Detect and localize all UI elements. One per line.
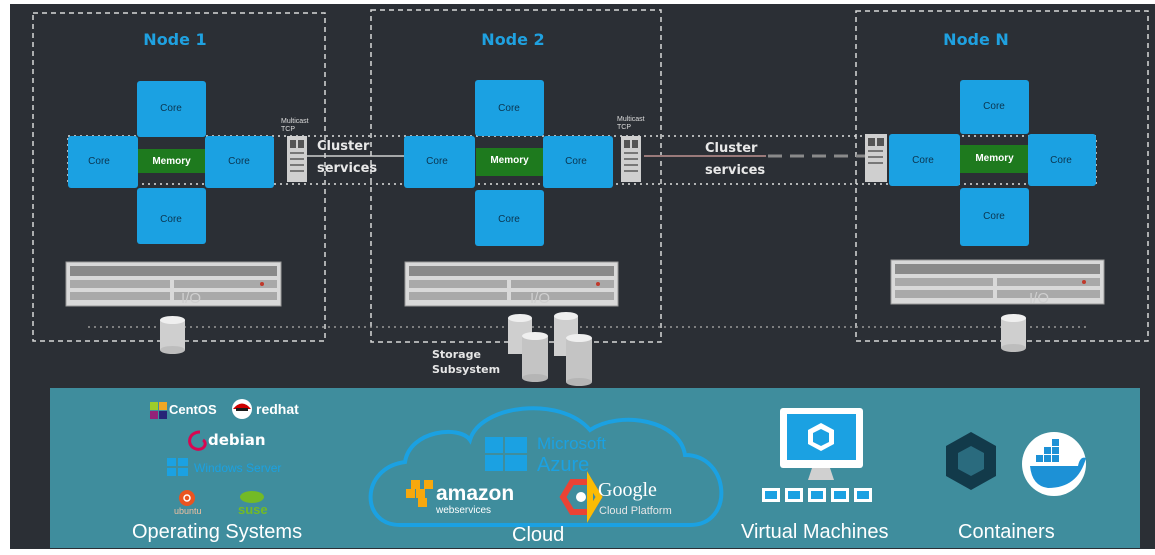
core-label: Core [983, 101, 1005, 112]
windows-server-logo-text: Windows Server [194, 461, 282, 475]
webservices-logo-text: webservices [436, 505, 492, 516]
io-label: I/O [181, 290, 202, 307]
core-label: Core [498, 214, 520, 225]
vm-instances-icon [762, 488, 872, 502]
core-block [960, 80, 1029, 134]
storage-disks-icon [508, 312, 592, 386]
network-switch-icon [621, 136, 641, 182]
core-block [475, 190, 544, 246]
io-label: I/O [1029, 290, 1050, 307]
debian-icon [188, 430, 207, 451]
core-label: Core [565, 156, 587, 167]
core-block [475, 80, 544, 136]
core-block [205, 136, 274, 188]
services-text: services [317, 161, 378, 176]
disk-icon [1001, 314, 1026, 352]
core-label: Core [228, 156, 250, 167]
core-label: Core [88, 156, 110, 167]
server-chassis-icon [890, 259, 1105, 305]
operating-systems-label: Operating Systems [132, 521, 303, 543]
core-block [960, 188, 1029, 246]
network-switch-icon [287, 136, 307, 182]
core-label: Core [498, 103, 520, 114]
suse-logo-text: suse [238, 502, 268, 517]
cluster-services-label: Cluster services [317, 136, 377, 180]
server-chassis-icon [65, 261, 282, 307]
core-label: Core [912, 155, 934, 166]
core-block [137, 188, 206, 244]
core-block [137, 81, 206, 137]
core-label: Core [1050, 155, 1072, 166]
storage-subsystem-label: Storage Subsystem [432, 347, 500, 377]
redhat-logo-text: redhat [256, 401, 299, 417]
cluster-text: Cluster [317, 139, 370, 154]
kubernetes-mesh-icon [946, 432, 996, 490]
disk-icon [160, 316, 185, 354]
core-block [1028, 134, 1096, 186]
core-block [404, 136, 475, 188]
redhat-icon [232, 399, 252, 419]
core-label: Core [983, 211, 1005, 222]
node-n-title: Node N [943, 30, 1009, 49]
subsystem-text: Subsystem [432, 363, 501, 376]
multicast-label: Multicast TCP [617, 116, 645, 132]
core-block [68, 136, 138, 188]
virtual-machine-icon [780, 408, 863, 480]
windows-logo-icon [485, 437, 527, 471]
containers-label: Containers [958, 521, 1055, 543]
cloud-label: Cloud [512, 524, 565, 546]
node-2-title: Node 2 [481, 30, 545, 49]
aws-icon [406, 480, 433, 507]
multicast-label: Multicast TCP [281, 118, 309, 134]
services-text: services [705, 163, 766, 178]
google-logo-text: Google [598, 479, 657, 501]
node-1-title: Node 1 [143, 30, 207, 49]
network-switch-icon [865, 134, 887, 182]
debian-logo-text: debian [208, 431, 266, 449]
google-cloud-icon [559, 471, 603, 523]
centos-icon [150, 402, 167, 419]
core-label: Core [426, 156, 448, 167]
ubuntu-logo-text: ubuntu [174, 506, 202, 516]
node-2-cpu [404, 80, 613, 246]
tcp-text: TCP [617, 124, 631, 131]
tcp-text: TCP [281, 126, 295, 133]
core-block [889, 134, 960, 186]
io-label: I/O [530, 290, 551, 307]
docker-icon [1022, 432, 1086, 496]
cloud-platform-logo-text: Cloud Platform [599, 505, 672, 517]
node-n-cpu [889, 80, 1096, 246]
server-chassis-icon [404, 261, 619, 307]
core-label: Core [160, 214, 182, 225]
suse-icon [240, 491, 264, 503]
memory-block [960, 145, 1029, 173]
memory-block [138, 149, 205, 173]
ubuntu-icon [179, 490, 195, 506]
memory-label: Memory [975, 153, 1014, 164]
cluster-text: Cluster [705, 141, 758, 156]
cloud-outline [368, 406, 724, 527]
windows-server-icon [167, 458, 188, 476]
core-label: Core [160, 103, 182, 114]
microsoft-logo-text: Microsoft [537, 434, 606, 453]
storage-text: Storage [432, 348, 481, 361]
multicast-text: Multicast [281, 118, 309, 125]
memory-label: Memory [152, 156, 191, 167]
core-block [543, 136, 613, 188]
memory-block [476, 148, 543, 176]
memory-label: Memory [490, 155, 529, 166]
node-1-cpu [68, 81, 274, 244]
centos-logo-text: CentOS [169, 402, 217, 417]
multicast-text: Multicast [617, 116, 645, 123]
cluster-services-label: Cluster services [705, 138, 765, 182]
azure-logo-text: Azure [537, 454, 590, 476]
amazon-logo-text: amazon [436, 482, 515, 505]
virtual-machines-label: Virtual Machines [741, 521, 889, 543]
